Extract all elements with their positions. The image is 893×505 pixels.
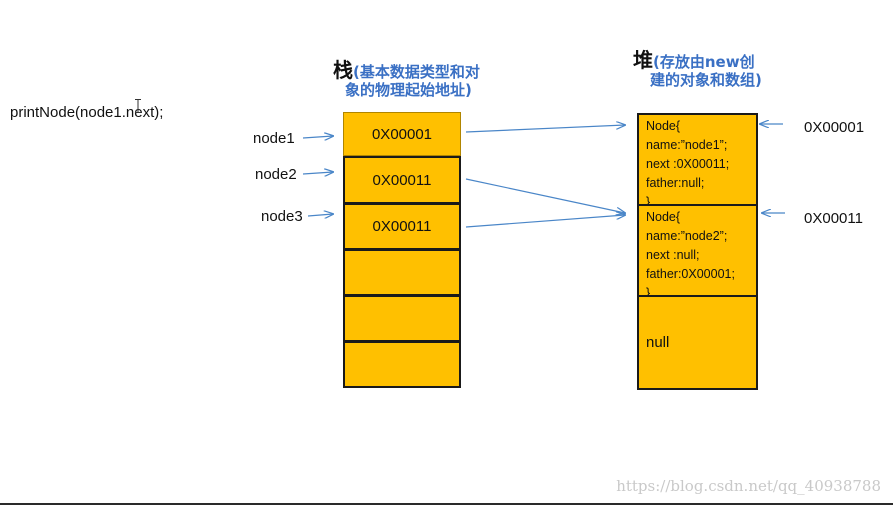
stack-title-note-2: 象的物理起始地址) xyxy=(345,81,472,99)
stack-title: 栈(基本数据类型和对 xyxy=(333,54,480,83)
heap-title: 堆(存放由new创 xyxy=(633,44,755,73)
stack-title-note-1: (基本数据类型和对 xyxy=(353,63,480,81)
arrow-cell2-to-heap2 xyxy=(465,178,625,213)
heap-title-note-2: 建的对象和数组) xyxy=(650,71,762,89)
arrow-cell1-to-heap1 xyxy=(465,125,625,133)
heap-object-line: } xyxy=(646,195,651,209)
heap-object-line: Node{ xyxy=(646,119,681,133)
stack-cell-2: 0X00011 xyxy=(343,156,461,204)
var-label-node1: node1 xyxy=(253,130,295,147)
var-label-node3: node3 xyxy=(261,208,303,225)
heap-object-line: father:0X00001; xyxy=(646,267,735,281)
arrow-cell3-to-heap2 xyxy=(465,215,625,228)
heap-object-line: name:”node1”; xyxy=(646,138,728,152)
watermark: https://blog.csdn.net/qq_40938788 xyxy=(616,477,881,495)
heap-null-label: null xyxy=(646,334,670,351)
heap-title-line2: 建的对象和数组) xyxy=(650,69,762,90)
stack-title-main: 栈 xyxy=(333,58,353,82)
var-label-node2: node2 xyxy=(255,166,297,183)
stack-cell-3: 0X00011 xyxy=(343,203,461,250)
heap-address-label-2: 0X00011 xyxy=(804,210,863,227)
arrow-node3-to-stack xyxy=(307,214,333,216)
stack-cell-1: 0X00001 xyxy=(343,112,461,156)
arrow-node1-to-stack xyxy=(302,136,333,138)
heap-title-main: 堆 xyxy=(633,48,653,72)
arrow-node2-to-stack xyxy=(302,172,333,174)
stack-cell-6 xyxy=(343,341,461,388)
heap-object-line: name:”node2”; xyxy=(646,229,728,243)
heap-object-line: Node{ xyxy=(646,210,681,224)
heap-object-node2: Node{ name:”node2”; next :null; father:0… xyxy=(637,204,758,300)
heap-object-line: next :0X00011; xyxy=(646,157,730,171)
code-line: printNode(node1.next); xyxy=(10,104,164,121)
heap-object-line: } xyxy=(646,286,651,300)
heap-null-cell: null xyxy=(637,295,758,390)
stack-cell-4 xyxy=(343,249,461,296)
heap-address-label-1: 0X00001 xyxy=(804,119,865,136)
heap-object-node1: Node{ name:”node1”; next :0X00011; fathe… xyxy=(637,113,758,209)
stack-title-line2: 象的物理起始地址) xyxy=(345,79,472,100)
heap-title-note-1: (存放由new创 xyxy=(653,53,755,71)
text-cursor-icon xyxy=(135,99,141,113)
bottom-divider xyxy=(0,503,893,505)
heap-object-line: next :null; xyxy=(646,248,700,262)
heap-object-line: father:null; xyxy=(646,176,705,190)
